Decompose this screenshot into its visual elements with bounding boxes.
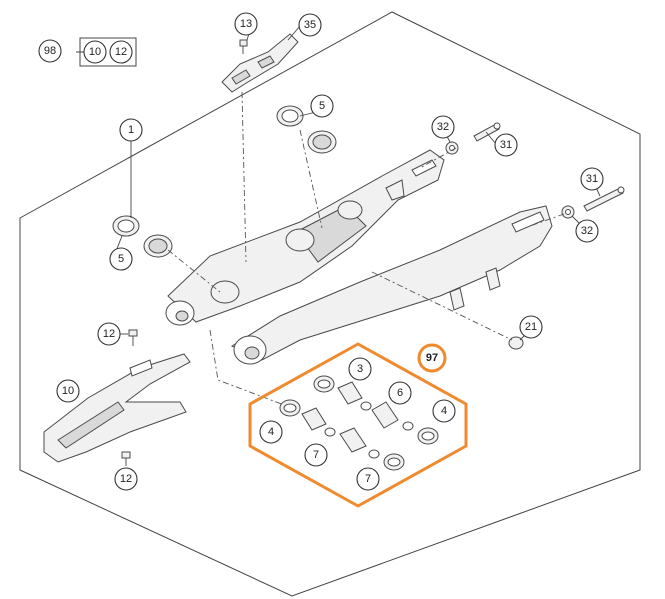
adjuster-nut-32-right bbox=[561, 205, 575, 219]
callout-5-top-label: 5 bbox=[319, 100, 325, 112]
callout-32-right-label: 32 bbox=[581, 225, 593, 237]
callout-32-top: 32 bbox=[431, 115, 455, 139]
callout-12-bottom-label: 12 bbox=[120, 473, 132, 485]
plug-21 bbox=[508, 336, 524, 350]
isometric-frame bbox=[19, 11, 641, 597]
callout-5-left: 5 bbox=[109, 247, 133, 271]
chain-slider-upper bbox=[221, 33, 299, 93]
callout-12-set-label: 12 bbox=[115, 46, 127, 58]
callout-7-left: 7 bbox=[304, 443, 328, 467]
swingarm bbox=[165, 149, 553, 365]
callout-97: 97 bbox=[417, 343, 447, 373]
callout-4-right-label: 4 bbox=[441, 405, 447, 417]
callout-7-left-label: 7 bbox=[313, 449, 319, 461]
callout-21: 21 bbox=[519, 315, 543, 339]
callout-12-mid: 12 bbox=[97, 322, 121, 346]
callout-21-label: 21 bbox=[525, 321, 537, 333]
bearing-kit-parts bbox=[279, 375, 439, 471]
callout-5-top: 5 bbox=[310, 94, 334, 118]
callout-5-left-label: 5 bbox=[118, 253, 124, 265]
assembly-line-slider bbox=[241, 91, 247, 263]
assembly-line-pivot bbox=[209, 329, 293, 409]
callout-10-set-label: 10 bbox=[89, 46, 101, 58]
callout-97-label: 97 bbox=[426, 352, 438, 364]
bearing-kit-highlight bbox=[248, 342, 468, 508]
callout-12-mid-label: 12 bbox=[103, 328, 115, 340]
adjuster-bolt-31-right bbox=[583, 186, 625, 212]
assembly-line-plug bbox=[371, 271, 513, 341]
callout-12-bottom: 12 bbox=[114, 467, 138, 491]
callout-10-guard: 10 bbox=[56, 379, 80, 403]
chain-guide bbox=[43, 353, 191, 463]
set-box bbox=[79, 37, 137, 67]
callout-4-left-label: 4 bbox=[268, 426, 274, 438]
callout-6-label: 6 bbox=[397, 387, 403, 399]
bearing-5-top bbox=[276, 105, 337, 154]
callout-10-guard-label: 10 bbox=[62, 385, 74, 397]
callout-1: 1 bbox=[119, 118, 143, 142]
callout-31-top: 31 bbox=[494, 133, 518, 157]
callout-3-label: 3 bbox=[357, 363, 363, 375]
callout-4-right: 4 bbox=[432, 399, 456, 423]
bearing-5-left bbox=[112, 215, 173, 258]
callout-32-top-label: 32 bbox=[437, 121, 449, 133]
callout-10-set: 10 bbox=[83, 40, 107, 64]
callout-12-set: 12 bbox=[109, 40, 133, 64]
callout-4-left: 4 bbox=[259, 420, 283, 444]
assembly-line-bearing-left bbox=[167, 249, 221, 293]
callout-31-right-label: 31 bbox=[586, 173, 598, 185]
callout-3: 3 bbox=[348, 357, 372, 381]
callout-1-label: 1 bbox=[128, 124, 134, 136]
callout-35-label: 35 bbox=[304, 19, 316, 31]
callout-31-top-label: 31 bbox=[500, 139, 512, 151]
callout-7-bottom-label: 7 bbox=[365, 473, 371, 485]
adjuster-bolt-31-top bbox=[473, 122, 501, 142]
callout-6: 6 bbox=[388, 381, 412, 405]
callout-13: 13 bbox=[234, 12, 258, 36]
screw-12-mid bbox=[128, 329, 138, 346]
assembly-line-bearing-top bbox=[299, 129, 323, 229]
callout-35: 35 bbox=[298, 13, 322, 37]
callout-32-right: 32 bbox=[575, 219, 599, 243]
screw-12-bottom bbox=[121, 451, 131, 466]
screw-13 bbox=[239, 39, 248, 54]
assembly-line-bolt-right bbox=[529, 213, 565, 227]
callout-98-label: 98 bbox=[44, 45, 56, 57]
callout-13-label: 13 bbox=[240, 18, 252, 30]
callout-31-right: 31 bbox=[580, 167, 604, 191]
callout-98: 98 bbox=[38, 39, 62, 63]
callout-7-bottom: 7 bbox=[356, 467, 380, 491]
